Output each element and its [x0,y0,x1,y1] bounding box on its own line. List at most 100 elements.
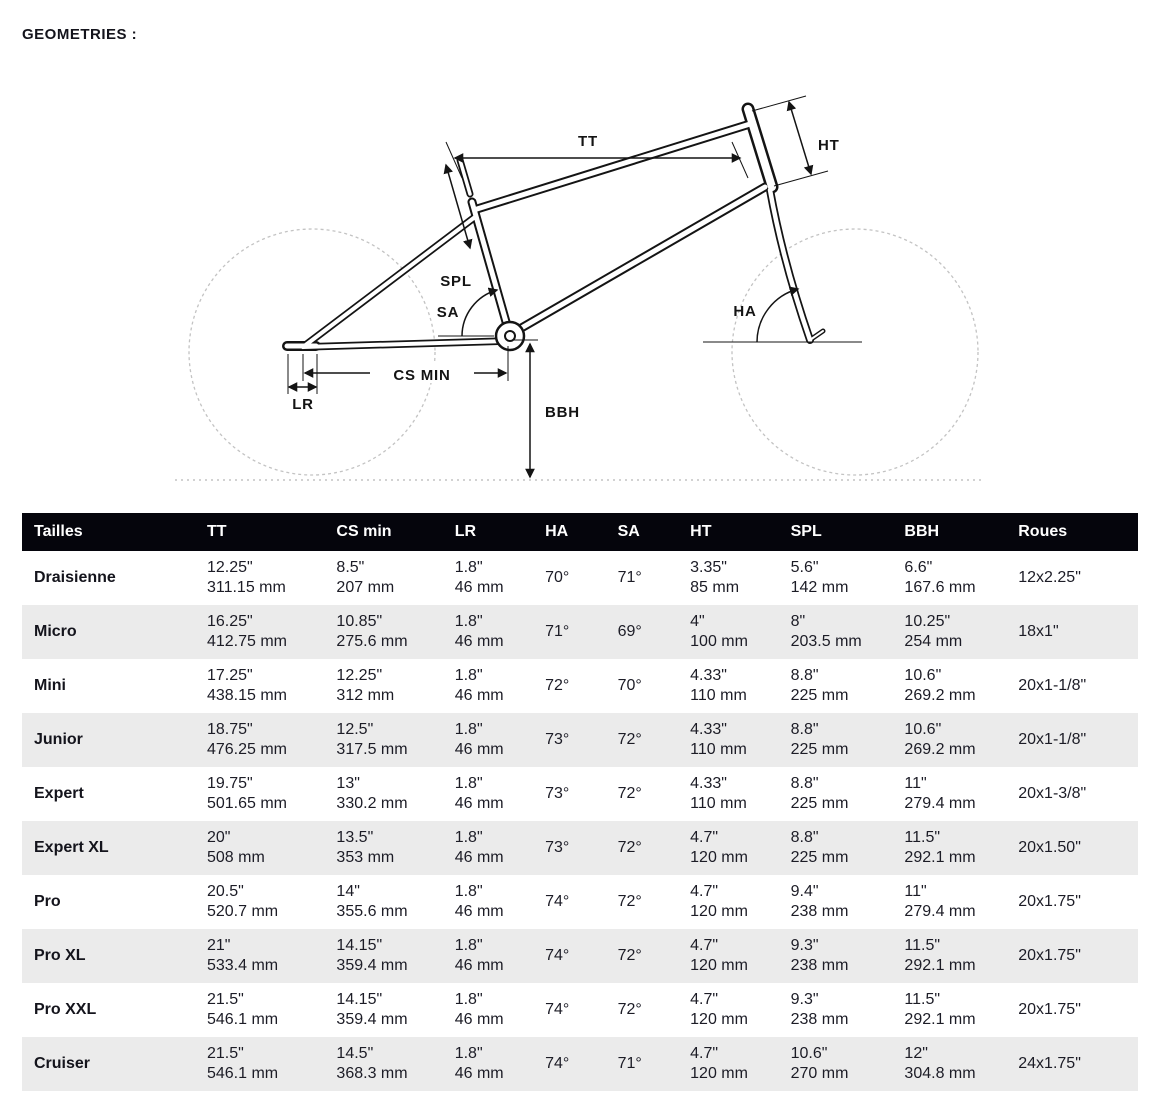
column-header: SA [605,513,679,551]
value-cell: 14.15" 359.4 mm [336,991,408,1028]
value-cell: 20x1-1/8" [1018,731,1087,748]
value-cell: 19.75" 501.65 mm [206,775,288,812]
value-cell: 4.33" 110 mm [690,721,747,758]
table-row: Mini 17.25" 438.15 mm 12.25" 312 mm 1.8" 46… [22,659,1138,713]
value-cell: 4.7" 120 mm [690,991,748,1028]
size-name-cell: Pro XXL [34,1001,97,1018]
value-cell: 12" 304.8 mm [904,1045,976,1082]
value-cell: 18.75" 476.25 mm [206,721,288,758]
cs-min-dimension: CS MIN [302,346,509,384]
value-cell: 8" 203.5 mm [790,613,862,650]
value-cell: 20.5" 520.7 mm [206,883,279,920]
size-name-cell: Pro XL [34,947,86,964]
value-cell: 72° [617,839,642,856]
value-cell: 72° [617,785,642,802]
value-cell: 20" 508 mm [206,829,265,866]
value-cell: 13" 330.2 mm [336,775,408,812]
size-name-cell: Micro [34,623,77,640]
value-cell: 71° [617,569,642,586]
value-cell: 20x1.75" [1018,1001,1081,1018]
size-name-cell: Mini [34,677,66,694]
value-cell: 12.5" 317.5 mm [336,721,408,758]
value-cell: 20x1-1/8" [1018,677,1087,694]
value-cell: 1.8" 46 mm [454,937,504,974]
value-cell: 21" 533.4 mm [206,937,279,974]
value-cell: 1.8" 46 mm [454,667,504,704]
value-cell: 72° [617,947,642,964]
size-name-cell: Draisienne [34,569,116,586]
cs-min-label: CS MIN [393,367,450,384]
value-cell: 4.7" 120 mm [690,883,748,920]
ha-dimension: HA [703,286,862,343]
value-cell: 12x2.25" [1018,569,1081,586]
front-wheel [731,228,979,476]
value-cell: 8.8" 225 mm [790,721,849,758]
value-cell: 1.8" 46 mm [454,559,504,596]
value-cell: 74° [545,893,570,910]
value-cell: 10.6" 269.2 mm [904,721,976,758]
column-header: HT [678,513,779,551]
value-cell: 10.85" 275.6 mm [336,613,408,650]
spl-dimension: SPL [440,163,473,290]
value-cell: 70° [545,569,570,586]
column-header: Tailles [22,513,195,551]
value-cell: 4.33" 110 mm [690,775,747,812]
value-cell: 72° [545,677,570,694]
value-cell: 14.5" 368.3 mm [336,1045,408,1082]
value-cell: 17.25" 438.15 mm [206,667,288,704]
tt-dimension: TT [445,133,749,179]
value-cell: 72° [617,893,642,910]
value-cell: 4.7" 120 mm [690,1045,748,1082]
value-cell: 1.8" 46 mm [454,721,504,758]
value-cell: 11.5" 292.1 mm [904,937,976,974]
column-header: HA [533,513,606,551]
value-cell: 20x1.75" [1018,893,1081,910]
value-cell: 5.6" 142 mm [790,559,849,596]
bbh-label: BBH [545,404,580,421]
value-cell: 12.25" 312 mm [336,667,395,704]
value-cell: 4.33" 110 mm [690,667,747,704]
value-cell: 70° [617,677,642,694]
value-cell: 8.8" 225 mm [790,775,849,812]
value-cell: 1.8" 46 mm [454,1045,504,1082]
value-cell: 3.35" 85 mm [690,559,740,596]
value-cell: 1.8" 46 mm [454,883,504,920]
value-cell: 69° [617,623,642,640]
value-cell: 14.15" 359.4 mm [336,937,408,974]
bbh-dimension: BBH [513,339,580,479]
value-cell: 73° [545,785,570,802]
value-cell: 73° [545,839,570,856]
value-cell: 12.25" 311.15 mm [206,559,286,596]
size-name-cell: Cruiser [34,1055,91,1072]
tt-label: TT [578,133,598,150]
ht-dimension: HT [751,95,839,187]
sa-dimension: SA [437,287,499,337]
value-cell: 9.3" 238 mm [790,937,849,974]
sa-label: SA [437,304,459,321]
column-header: TT [194,513,325,551]
value-cell: 13.5" 353 mm [336,829,395,866]
lr-dimension: LR [287,354,318,413]
value-cell: 14" 355.6 mm [336,883,408,920]
value-cell: 8.8" 225 mm [790,829,849,866]
value-cell: 4" 100 mm [690,613,748,650]
value-cell: 21.5" 546.1 mm [206,991,279,1028]
value-cell: 21.5" 546.1 mm [206,1045,279,1082]
value-cell: 16.25" 412.75 mm [206,613,288,650]
value-cell: 20x1.75" [1018,947,1081,964]
value-cell: 1.8" 46 mm [454,991,504,1028]
value-cell: 9.4" 238 mm [790,883,849,920]
table-row: Cruiser 21.5" 546.1 mm 14.5" 368.3 mm 1.8" … [22,1037,1138,1091]
size-name-cell: Junior [34,731,83,748]
value-cell: 71° [617,1055,642,1072]
column-header: CS min [324,513,443,551]
size-name-cell: Expert [34,785,84,802]
value-cell: 11" 279.4 mm [904,883,976,920]
bike-diagram-svg: TT HT SPL SA HA CS MIN LR [175,95,985,481]
